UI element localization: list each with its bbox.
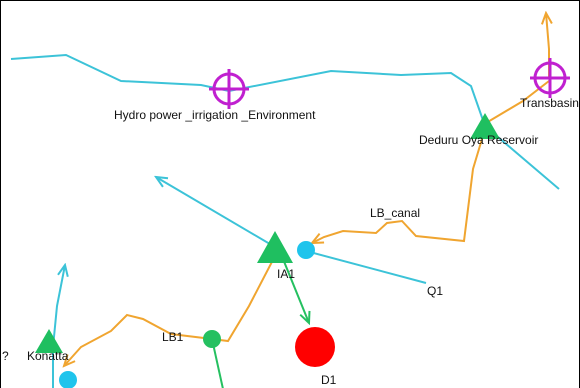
node-konatta-blue-icon[interactable]: [59, 371, 77, 388]
canal-ia1-lb1[interactable]: [211, 255, 276, 343]
river-branch-west[interactable]: [156, 177, 276, 248]
label-konatta: Konatta: [27, 349, 69, 363]
canal-lb1-konatta[interactable]: [64, 313, 213, 366]
label-edge-char: ?: [2, 349, 9, 363]
label-lb-canal: LB_canal: [370, 206, 420, 220]
node-lb1-icon[interactable]: [203, 330, 221, 348]
river-main[interactable]: [10, 53, 560, 190]
label-lb1: LB1: [162, 330, 184, 344]
hydropower-main-icon[interactable]: [209, 69, 249, 109]
link-ia1-d1[interactable]: [282, 258, 309, 323]
demand-d1-icon[interactable]: [295, 327, 335, 367]
label-d1: D1: [321, 373, 337, 387]
label-transbasin: Transbasin: [520, 96, 579, 110]
reservoir-deduru-icon[interactable]: [470, 113, 500, 139]
river-branch-konatta[interactable]: [52, 265, 65, 388]
river-branch-q1[interactable]: [305, 250, 427, 284]
label-hydropower-main: Hydro power _irrigation _Environment: [114, 108, 316, 122]
label-ia1: IA1: [277, 267, 295, 281]
canal-lb[interactable]: [312, 128, 486, 243]
label-deduru-reservoir: Deduru Oya Reservoir: [419, 133, 538, 147]
label-q1: Q1: [427, 284, 443, 298]
reservoir-konatta-icon[interactable]: [35, 329, 63, 353]
reservoir-ia1-icon[interactable]: [257, 231, 293, 263]
hydropower-transbasin-icon[interactable]: [530, 58, 570, 98]
node-ia1-blue-icon[interactable]: [297, 241, 315, 259]
